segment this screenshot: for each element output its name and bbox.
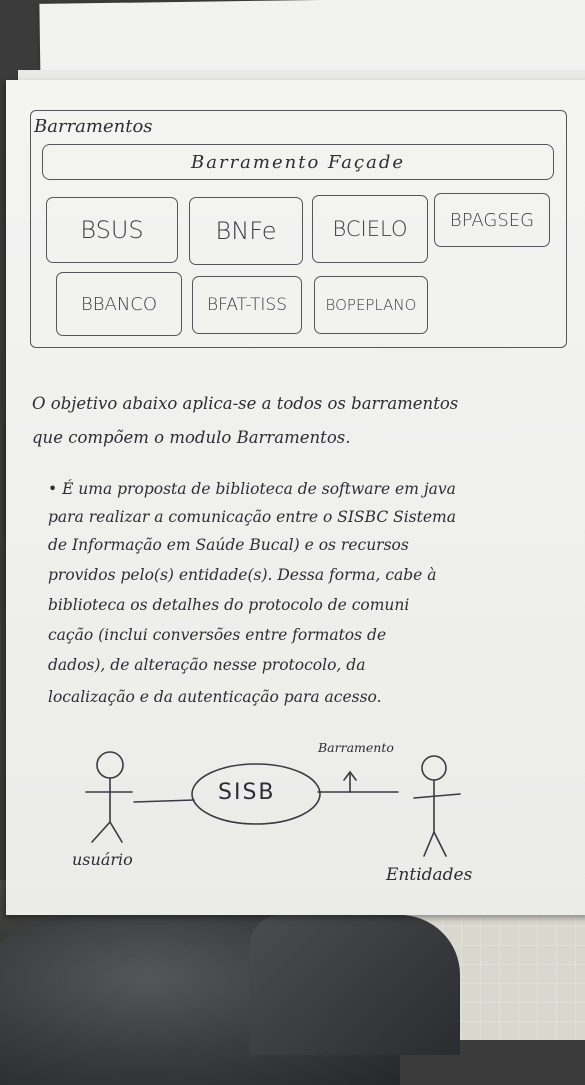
bus-module-label: BCIELO: [332, 217, 408, 241]
right-actor-leg-right: [433, 831, 447, 857]
right-actor-leg-left: [423, 831, 435, 857]
interface-label: Barramento: [318, 740, 394, 755]
paragraph1-line2: que compõem o modulo Barramentos.: [32, 428, 351, 447]
facade-label: Barramento Façade: [191, 151, 405, 173]
bus-module-bcielo: BCIELO: [312, 195, 428, 263]
trousers-leg: [250, 915, 460, 1055]
left-connection: [133, 799, 195, 803]
left-actor-leg-left: [91, 821, 111, 843]
paragraph2-line6: cação (inclui conversões entre formatos …: [48, 626, 387, 644]
barramentos-frame: [30, 110, 567, 348]
bus-module-label: BBANCO: [80, 293, 158, 315]
right-actor-head: [421, 755, 447, 781]
right-actor-arms: [413, 793, 461, 799]
bus-module-bopeplano: BOPEPLANO: [314, 276, 428, 334]
paragraph2-line8: localização e da autenticação para acess…: [48, 688, 382, 706]
paragraph2-line4: providos pelo(s) entidade(s). Dessa form…: [48, 566, 437, 584]
bus-module-label: BOPEPLANO: [325, 296, 417, 314]
paragraph2-line5: biblioteca os detalhes do protocolo de c…: [48, 596, 410, 614]
bus-module-bnfe: BNFe: [189, 197, 303, 265]
system-label: SISB: [218, 780, 276, 805]
interface-arrow-head: [343, 770, 357, 781]
facade-box: Barramento Façade: [42, 144, 554, 180]
bus-module-label: BPAGSEG: [449, 209, 535, 231]
paragraph2-line3: de Informação em Saúde Bucal) e os recur…: [48, 536, 409, 554]
bus-module-bfat-tiss: BFAT-TISS: [192, 276, 302, 334]
use-case-diagram: [85, 751, 461, 857]
system-ellipse: [191, 763, 321, 825]
actor-left-label: usuário: [72, 850, 133, 869]
left-actor-head: [96, 751, 124, 779]
left-actor-leg-right: [109, 821, 123, 843]
actor-right-label: Entidades: [386, 865, 473, 885]
bus-module-bpagseg: BPAGSEG: [434, 193, 550, 247]
paragraph1-line1: O objetivo abaixo aplica-se a todos os b…: [32, 394, 459, 413]
paragraph2-line2: para realizar a comunicação entre o SISB…: [48, 508, 456, 526]
paragraph2-line7: dados), de alteração nesse protocolo, da: [48, 656, 366, 674]
bus-module-label: BFAT-TISS: [206, 295, 288, 315]
bus-module-label: BSUS: [80, 216, 144, 244]
paragraph2-line1: • É uma proposta de biblioteca de softwa…: [48, 480, 456, 498]
bus-module-bbanco: BBANCO: [56, 272, 182, 336]
bus-module-bsus: BSUS: [46, 197, 178, 263]
bus-module-label: BNFe: [215, 217, 277, 245]
handwritten-page: Barramentos Barramento Façade BSUS BNFe …: [6, 80, 585, 915]
heading-barramentos: Barramentos: [34, 116, 153, 137]
